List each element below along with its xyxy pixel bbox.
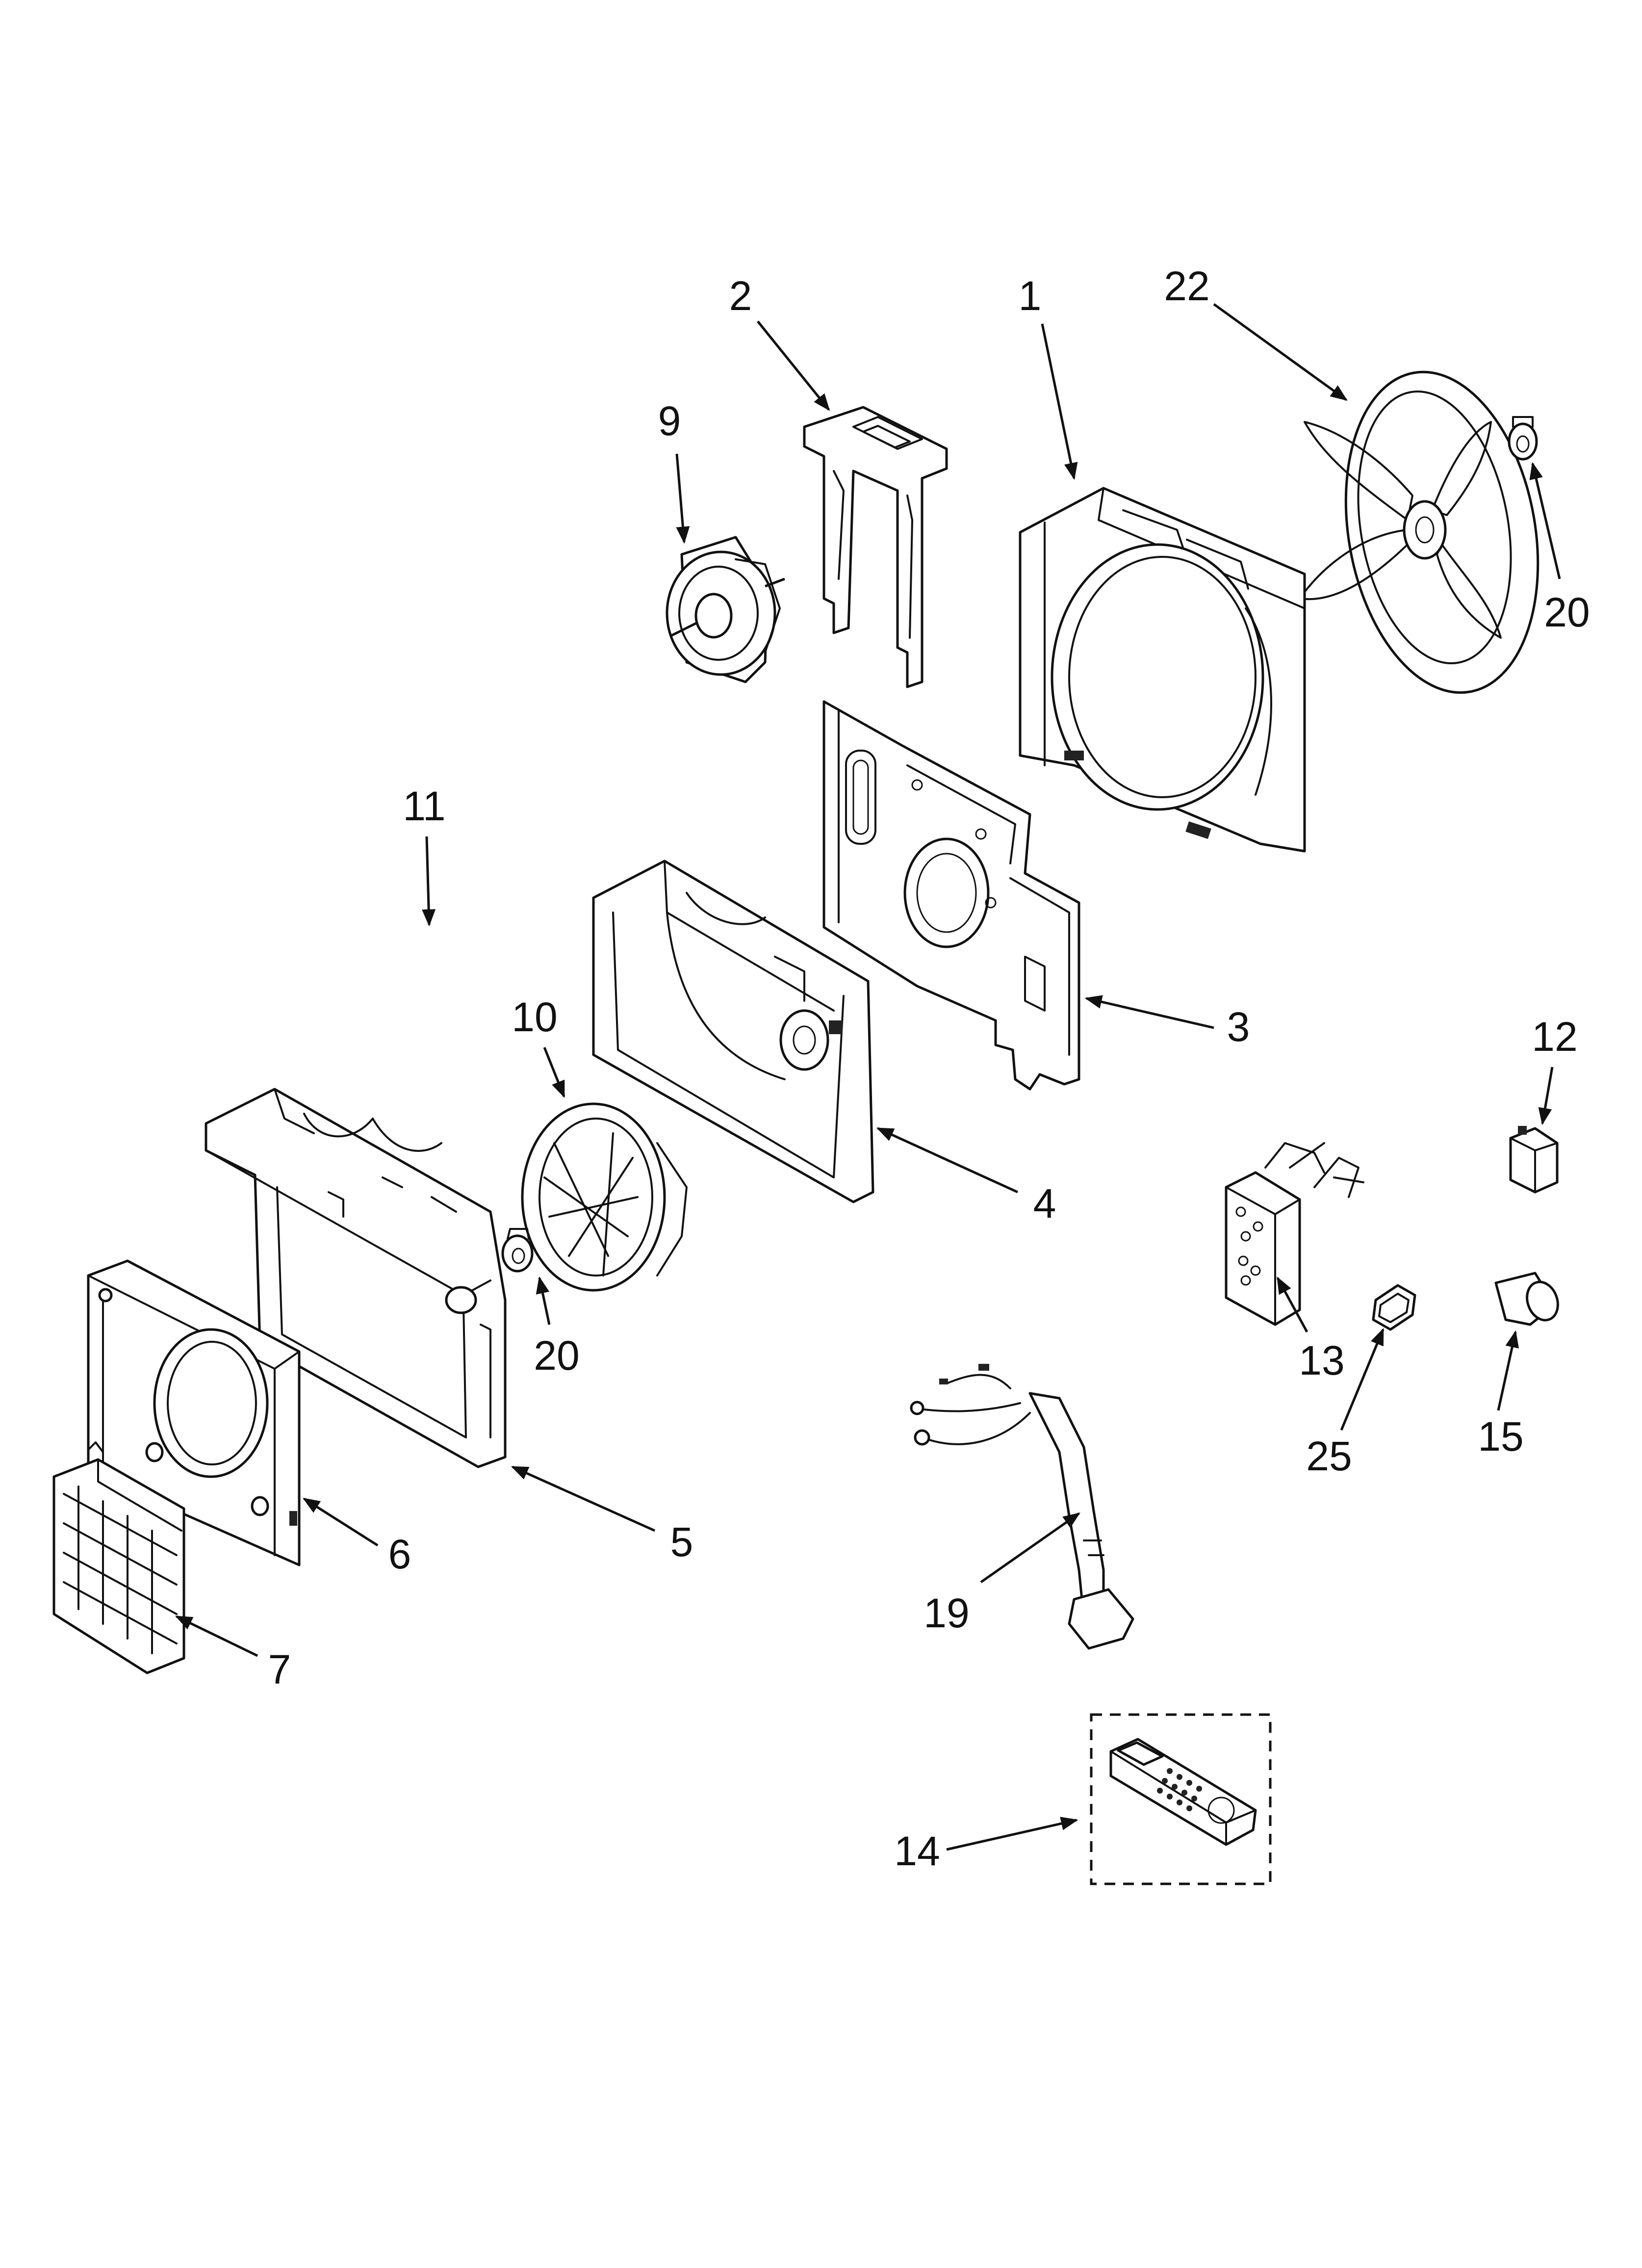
part-20-clip-lower [501,1228,534,1273]
leader-22 [1213,303,1348,401]
leader-15 [1497,1330,1519,1411]
callout-6: 6 [388,1531,411,1577]
part-22-condenser-fan-blade [1299,370,1539,694]
part-2-motor-bracket [803,406,948,688]
part-20-clip-upper [1508,416,1538,461]
part-9-fan-motor [666,536,785,683]
callout-5: 5 [670,1519,693,1565]
leader-4 [876,1127,1019,1194]
part-3-bulkhead-panel [822,700,1080,1091]
callout-1: 1 [1019,273,1042,319]
callout-11: 11 [403,783,445,829]
part-4-blower-housing [592,860,874,1203]
leader-1 [1041,323,1078,480]
leader-20b [536,1276,551,1325]
leader-12 [1538,1067,1554,1125]
part-15-capacitor [1494,1272,1559,1326]
leader-25 [1340,1328,1385,1431]
callout-4: 4 [1033,1180,1056,1226]
leader-6 [303,1497,379,1547]
leader-3 [1084,995,1214,1029]
part-1-shroud [1019,487,1306,853]
leader-9 [675,453,690,544]
callout-22: 22 [1164,263,1209,309]
callout-10: 10 [512,994,557,1040]
leader-14 [946,1817,1078,1851]
callout-3: 3 [1227,1004,1250,1050]
callout-2: 2 [729,273,752,319]
callout-15: 15 [1478,1413,1523,1460]
callout-12: 12 [1532,1014,1577,1060]
callout-13: 13 [1299,1337,1344,1383]
part-13-electronic-control [1225,1142,1364,1326]
callout-7: 7 [268,1646,291,1693]
part-19-power-cord [910,1364,1134,1650]
leader-lines [175,303,1561,1851]
leader-5 [511,1465,656,1532]
callout-20-upper: 20 [1544,589,1590,635]
leader-13 [1276,1276,1308,1333]
part-14-remote-control [1090,1713,1272,1885]
callout-25: 25 [1306,1433,1352,1479]
leader-2 [757,320,830,411]
part-7-air-filter [52,1441,185,1674]
callout-14: 14 [894,1828,940,1874]
leader-20a [1529,462,1561,579]
leader-10 [543,1047,565,1098]
callout-19: 19 [924,1590,969,1636]
part-10-blower-wheel [521,1102,688,1292]
callout-20-lower: 20 [534,1332,579,1379]
part-25-switch [1372,1284,1416,1331]
leader-11 [422,836,436,927]
callout-labels: 1 2 3 4 5 6 7 9 10 11 12 13 14 15 19 20 … [268,263,1590,1874]
leader-7 [175,1615,258,1657]
callout-9: 9 [658,398,681,444]
part-12-relay [1509,1126,1559,1194]
part-5-evaporator-frame [205,1088,507,1468]
leader-19 [980,1512,1080,1584]
